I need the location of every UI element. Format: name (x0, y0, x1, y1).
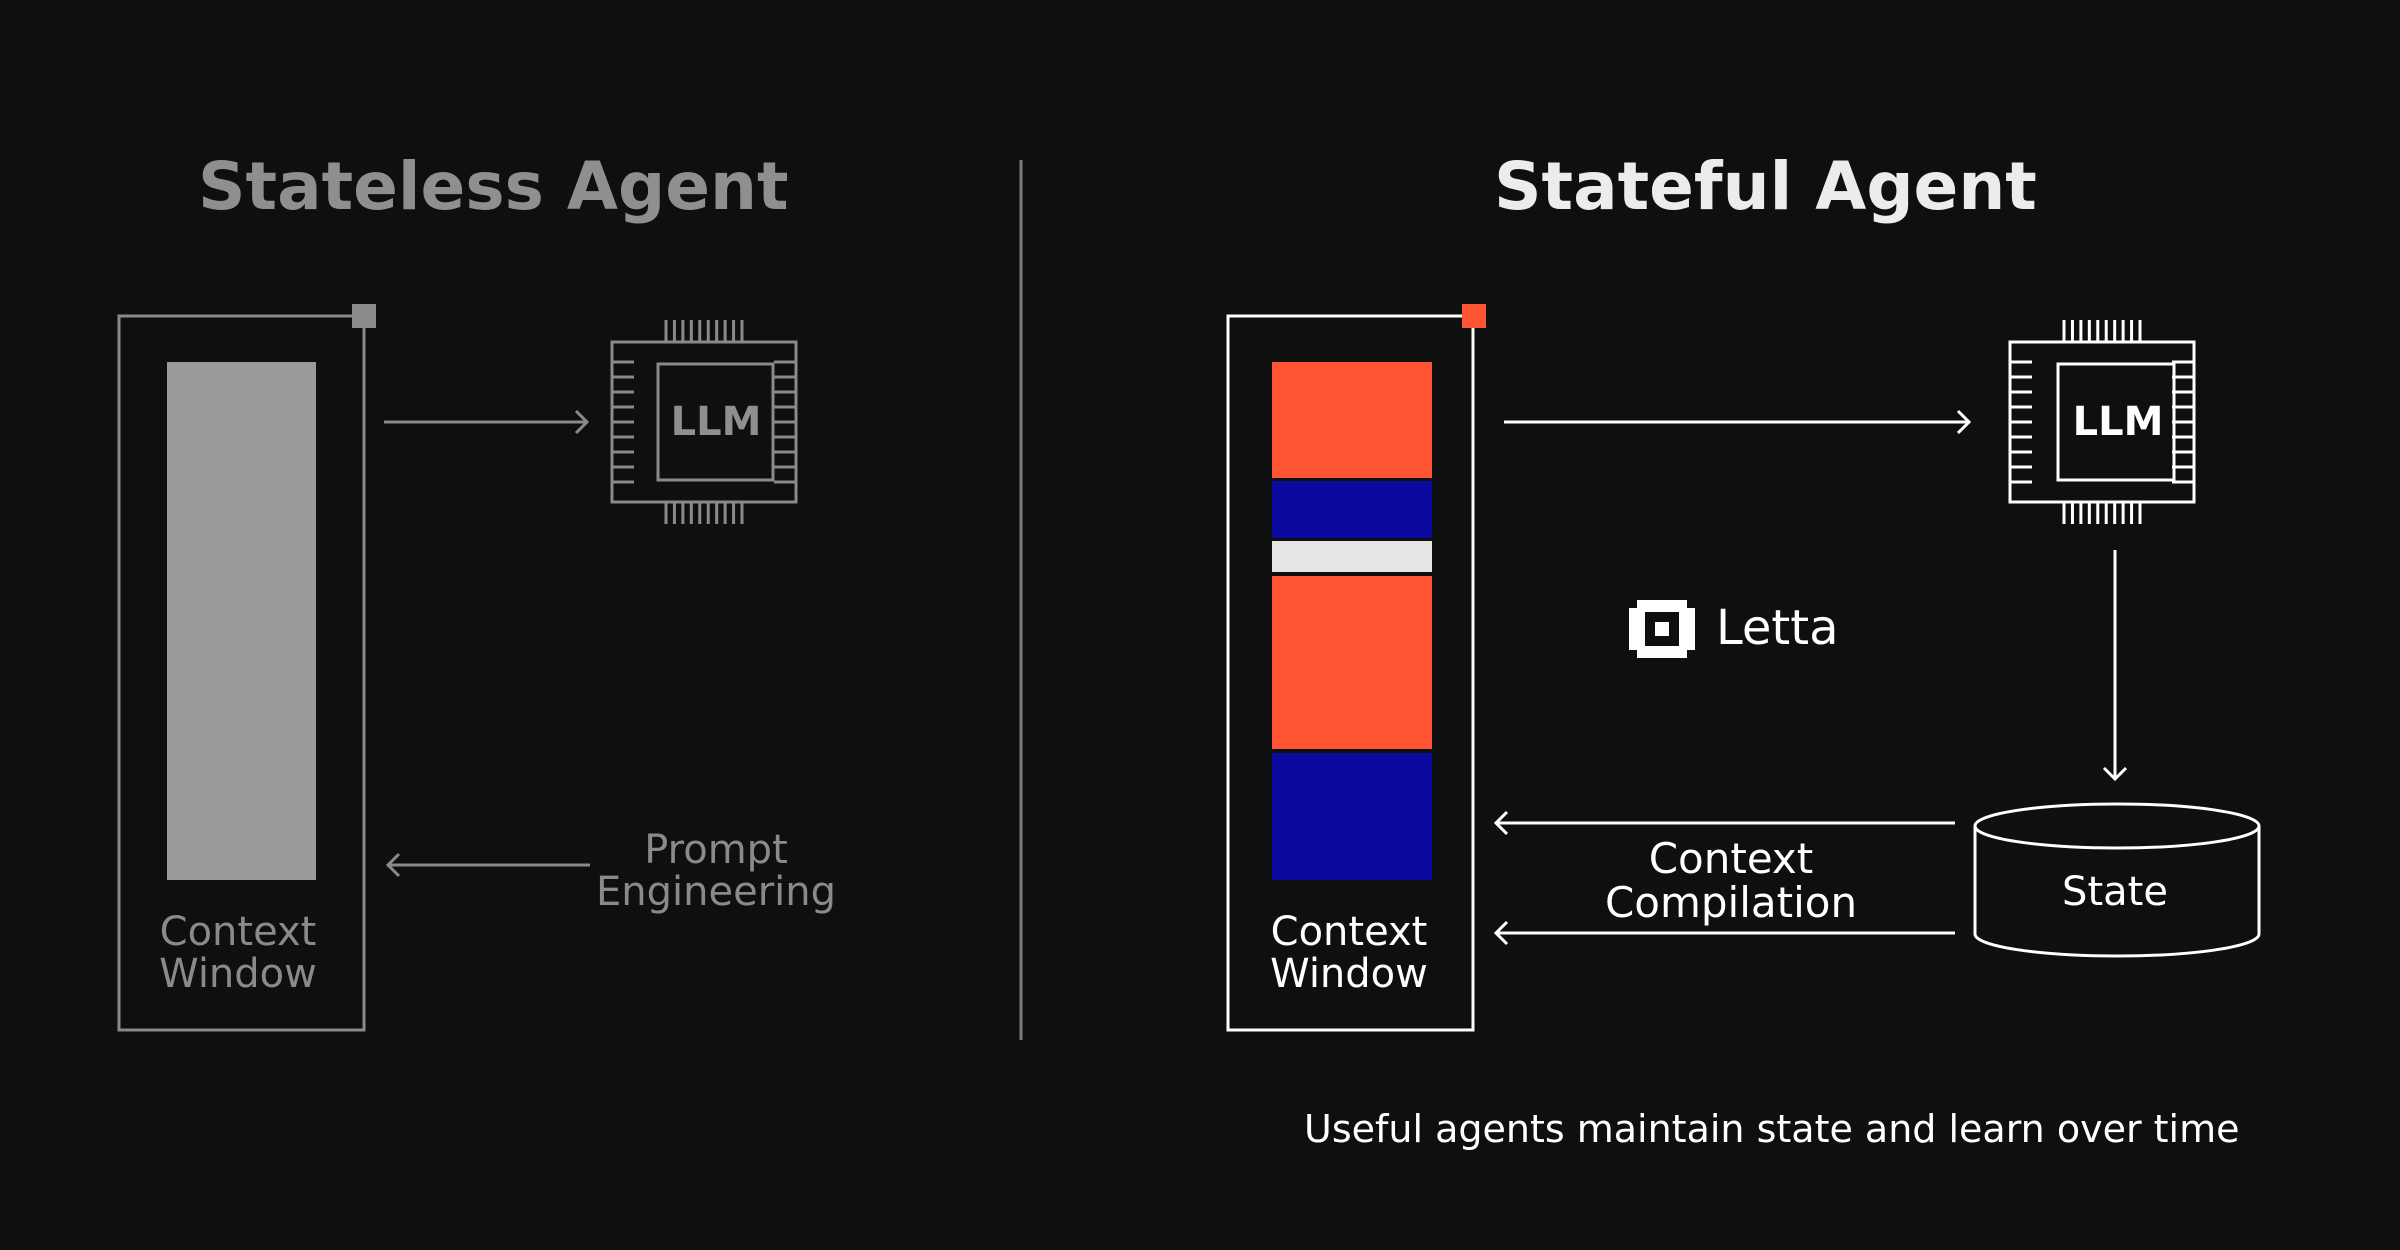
llm-to-state-arrow (2102, 550, 2128, 782)
stateful-chip-pins (2010, 320, 2194, 524)
letta-logo-icon (1629, 600, 1695, 658)
stateful-cw-line1: Context (1270, 909, 1428, 955)
stateful-context-window-frame (1226, 314, 1475, 1032)
prompt-engineering-label: Prompt Engineering (586, 829, 846, 913)
state-label: State (2062, 869, 2168, 915)
stateless-context-block (167, 362, 316, 880)
stateless-cw-line2: Window (159, 951, 317, 997)
compilation-arrow-top (1493, 810, 1955, 836)
stateful-title: Stateful Agent (1494, 148, 2037, 225)
prompt-line2: Engineering (596, 869, 836, 915)
stateless-corner-marker (352, 304, 376, 328)
context-compilation-label: Context Compilation (1571, 837, 1891, 925)
stateless-arrow-from-prompt (385, 852, 590, 878)
stateless-title: Stateless Agent (198, 148, 789, 225)
stateful-corner-marker (1462, 304, 1486, 328)
stateful-cw-line2: Window (1270, 951, 1428, 997)
compilation-line2: Compilation (1604, 878, 1858, 927)
stateless-context-window-frame (117, 314, 366, 1032)
context-block-orange-1 (1272, 362, 1432, 478)
state-database-icon (1973, 802, 2261, 958)
stateless-context-window-label: Context Window (118, 911, 358, 995)
context-block-orange-2 (1272, 576, 1432, 749)
stateless-cw-line1: Context (159, 909, 317, 955)
stateless-chip-pins (612, 320, 796, 524)
prompt-line1: Prompt (644, 827, 788, 873)
stateful-llm-label: LLM (2072, 399, 2164, 445)
compilation-arrow-bottom (1493, 920, 1955, 946)
letta-brand-label: Letta (1716, 600, 1839, 656)
tagline: Useful agents maintain state and learn o… (1304, 1107, 2240, 1151)
context-block-light (1272, 541, 1432, 572)
context-block-blue-2 (1272, 753, 1432, 880)
stateful-context-window-label: Context Window (1229, 911, 1469, 995)
stateless-llm-label: LLM (670, 399, 762, 445)
stateful-arrow-to-llm (1504, 409, 1972, 435)
stateless-arrow-to-llm (384, 409, 590, 435)
context-block-blue-1 (1272, 481, 1432, 538)
compilation-line1: Context (1648, 834, 1814, 883)
